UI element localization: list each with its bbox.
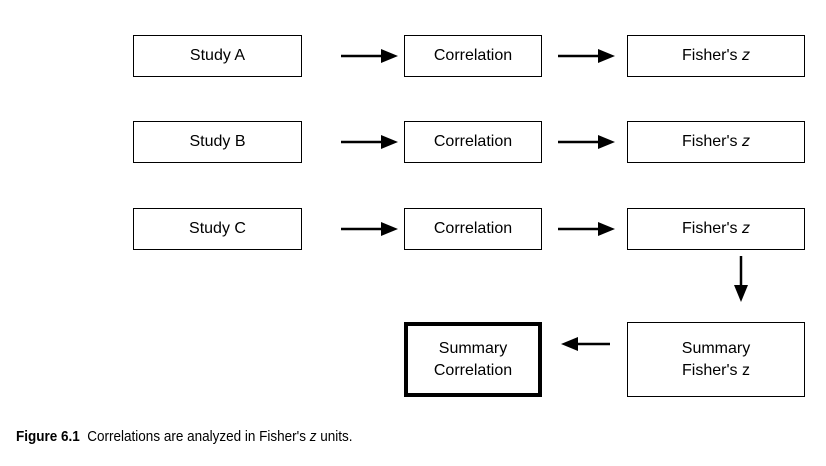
study-c-label: Study C: [189, 220, 246, 237]
study-b-box: Study B: [133, 121, 302, 163]
study-c-box: Study C: [133, 208, 302, 250]
figure-caption: Figure 6.1 Correlations are analyzed in …: [16, 428, 353, 445]
arrowhead-row-a-2: [598, 49, 615, 63]
summary-fisher-z-box: Summary Fisher's z: [627, 322, 805, 397]
arrowhead-row-c-1: [381, 222, 398, 236]
study-b-label: Study B: [189, 133, 246, 150]
summary-correlation-label: Summary Correlation: [433, 339, 513, 379]
study-a-label: Study A: [189, 47, 246, 64]
correlation-b-box: Correlation: [404, 121, 542, 163]
arrowhead-row-c-2: [598, 222, 615, 236]
caption-var: z: [309, 428, 317, 445]
study-a-box: Study A: [133, 35, 302, 77]
correlation-a-label: Correlation: [433, 47, 513, 64]
fisher-z-b-box: Fisher's z: [627, 121, 805, 163]
figure-label: Figure 6.1: [16, 428, 80, 445]
arrowhead-row-b-2: [598, 135, 615, 149]
fisher-z-c-label: Fisher's z: [682, 220, 750, 237]
caption-text-after: units.: [316, 428, 353, 445]
arrowhead-row-b-1: [381, 135, 398, 149]
summary-correlation-box: Summary Correlation: [404, 322, 542, 397]
arrowhead-row-a-1: [381, 49, 398, 63]
arrowhead-down: [734, 285, 748, 302]
caption-text-before: Correlations are analyzed in Fisher's: [87, 428, 310, 445]
correlation-b-label: Correlation: [433, 133, 513, 150]
fisher-z-c-box: Fisher's z: [627, 208, 805, 250]
fisher-z-a-label: Fisher's z: [682, 47, 750, 64]
summary-fisher-z-label: Summary Fisher's z: [681, 339, 751, 379]
arrowhead-left: [561, 337, 578, 351]
correlation-c-box: Correlation: [404, 208, 542, 250]
fisher-z-a-box: Fisher's z: [627, 35, 805, 77]
correlation-a-box: Correlation: [404, 35, 542, 77]
fisher-z-b-label: Fisher's z: [682, 133, 750, 150]
correlation-c-label: Correlation: [433, 220, 513, 237]
